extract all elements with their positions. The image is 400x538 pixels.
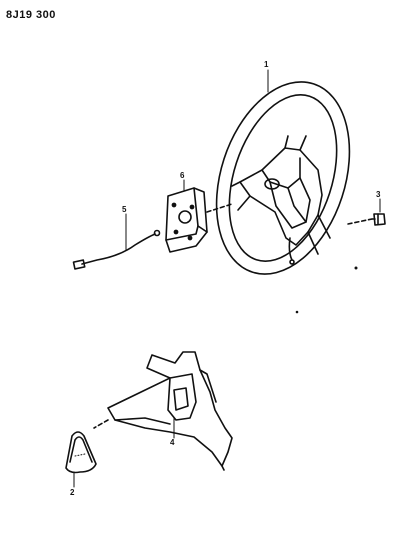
callout-3: 3	[376, 190, 381, 199]
leader-lines	[73, 69, 381, 488]
emblem	[65, 431, 97, 474]
callout-1: 1	[264, 60, 269, 69]
horn-switch	[165, 187, 233, 253]
wire-harness	[72, 229, 161, 270]
screw-part	[347, 213, 386, 226]
callout-4: 4	[170, 438, 175, 447]
callout-2: 2	[70, 488, 75, 497]
diagram-code: 8J19 300	[6, 9, 56, 21]
callout-6: 6	[180, 171, 185, 180]
callout-5: 5	[122, 205, 127, 214]
steering-wheel	[215, 81, 351, 275]
spoke-cover	[93, 351, 233, 471]
